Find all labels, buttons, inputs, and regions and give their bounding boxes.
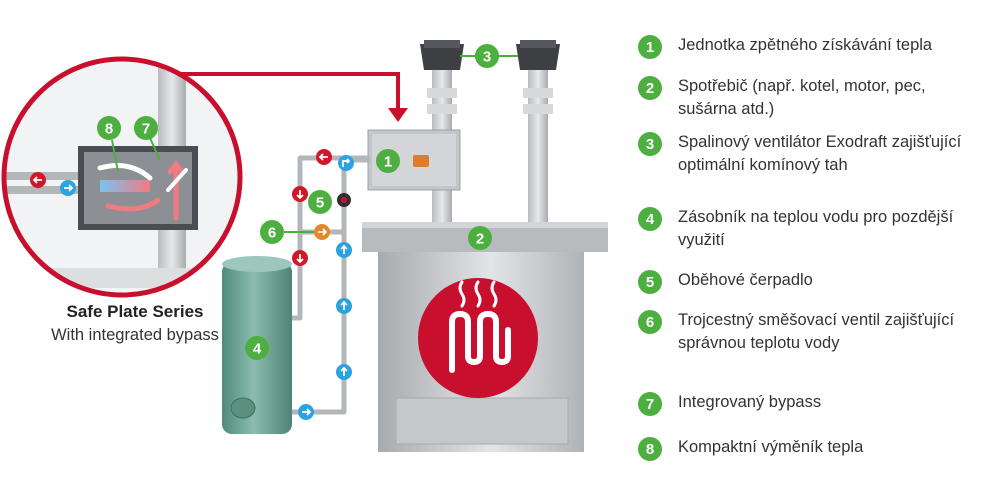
legend-badge: 1 <box>638 35 662 59</box>
svg-text:8: 8 <box>105 121 113 138</box>
legend-badge: 3 <box>638 132 662 156</box>
badge-2: 2 <box>468 226 492 250</box>
legend-text-line: sušárna atd.) <box>678 100 775 118</box>
leader-8 <box>111 139 119 173</box>
legend-badge: 4 <box>638 207 662 231</box>
svg-text:6: 6 <box>268 225 276 242</box>
svg-text:2: 2 <box>476 231 484 248</box>
legend-text-line: Spotřebič (např. kotel, motor, pec, <box>678 77 926 95</box>
zoom-caption-title: Safe Plate Series <box>66 302 204 321</box>
badge-5: 5 <box>308 190 332 214</box>
legend-item-1: 1 Jednotka zpětného získávání tepla <box>638 34 998 59</box>
legend-badge: 5 <box>638 270 662 294</box>
legend-text-line: Kompaktní výměník tepla <box>678 438 864 456</box>
badge-4: 4 <box>245 336 269 360</box>
svg-text:4: 4 <box>253 341 262 358</box>
legend-badge: 6 <box>638 310 662 334</box>
legend-item-4: 4 Zásobník na teplou vodu pro pozdější v… <box>638 206 998 252</box>
legend-item-3: 3 Spalinový ventilátor Exodraft zajišťuj… <box>638 131 998 177</box>
flow-arrows <box>292 149 354 420</box>
svg-text:1: 1 <box>384 154 392 171</box>
legend-badge: 8 <box>638 437 662 461</box>
legend-badge: 2 <box>638 76 662 100</box>
svg-text:3: 3 <box>483 49 491 66</box>
badge-7: 7 <box>134 116 158 140</box>
legend-text-line: Integrovaný bypass <box>678 393 822 411</box>
legend-item-6: 6 Trojcestný směšovací ventil zajišťujíc… <box>638 309 998 355</box>
legend: 1 Jednotka zpětného získávání tepla 2 Sp… <box>638 0 998 500</box>
badge-8: 8 <box>97 116 121 140</box>
badge-1: 1 <box>376 149 400 173</box>
boiler <box>362 222 608 452</box>
legend-item-7: 7 Integrovaný bypass <box>638 391 998 416</box>
legend-text-line: Zásobník na teplou vodu pro pozdější <box>678 208 954 226</box>
arrow-cold-icon <box>338 155 354 171</box>
svg-text:7: 7 <box>142 121 150 138</box>
zoom-caption-subtitle: With integrated bypass <box>51 326 219 344</box>
legend-badge: 7 <box>638 392 662 416</box>
legend-text-line: optimální komínový tah <box>678 156 848 174</box>
legend-text-line: správnou teplotu vody <box>678 334 840 352</box>
legend-text-line: využití <box>678 231 725 249</box>
system-diagram: 1 2 3 4 5 6 7 8 <box>1 40 608 452</box>
legend-text-line: Trojcestný směšovací ventil zajišťující <box>678 311 955 329</box>
legend-text-line: Spalinový ventilátor Exodraft zajišťujíc… <box>678 133 962 151</box>
badge-3: 3 <box>475 44 499 68</box>
legend-item-5: 5 Oběhové čerpadlo <box>638 269 998 294</box>
legend-item-2: 2 Spotřebič (např. kotel, motor, pec, su… <box>638 75 998 121</box>
svg-text:5: 5 <box>316 195 324 212</box>
leader-7 <box>149 137 161 161</box>
legend-item-8: 8 Kompaktní výměník tepla <box>638 436 998 461</box>
zoom-circle <box>1 56 243 298</box>
legend-text-line: Oběhové čerpadlo <box>678 271 813 289</box>
badge-6: 6 <box>260 220 284 244</box>
legend-text-line: Jednotka zpětného získávání tepla <box>678 36 933 54</box>
chimney-right <box>516 40 560 228</box>
